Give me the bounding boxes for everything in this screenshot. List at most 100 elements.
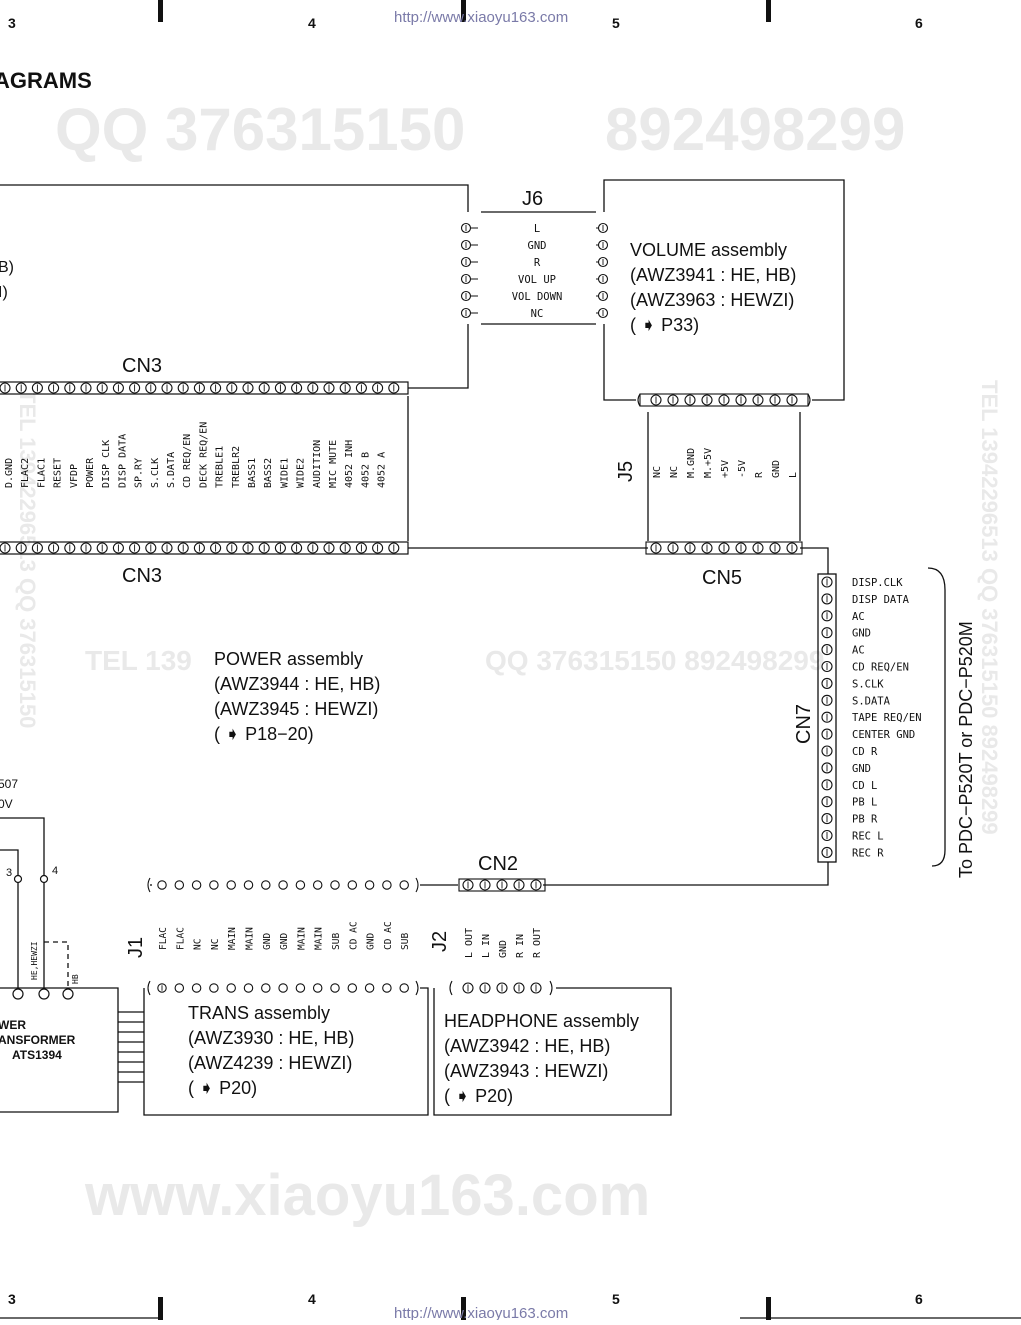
j1-top-pin bbox=[399, 880, 409, 890]
cn7-pin-label: REC L bbox=[852, 831, 884, 843]
j2-pin-label: GND bbox=[498, 940, 509, 958]
zone-4-top: 4 bbox=[308, 15, 316, 31]
headphone-line-3: (AWZ3943 : HEWZI) bbox=[444, 1061, 608, 1081]
power-line-2: (AWZ3944 : HE, HB) bbox=[214, 674, 380, 694]
cn3-pin-label: WIDE2 bbox=[296, 458, 307, 488]
cn3-pin-label: POWER bbox=[85, 457, 96, 488]
cn3-pin-label: D.GND bbox=[4, 458, 15, 488]
j1-pin-label: NC bbox=[210, 939, 221, 950]
cn7-pin-label: GND bbox=[852, 628, 871, 640]
trans-line-2: (AWZ3930 : HE, HB) bbox=[188, 1028, 354, 1048]
j6-pin-label: VOL UP bbox=[518, 274, 556, 286]
zone-5-bottom: 5 bbox=[612, 1291, 620, 1307]
j6-pin-label: R bbox=[534, 257, 541, 269]
volume-assembly-label: VOLUME assembly (AWZ3941 : HE, HB) (AWZ3… bbox=[630, 240, 796, 335]
source-url-bottom: http://www.xiaoyu163.com bbox=[394, 1305, 568, 1320]
trans-line-3: (AWZ4239 : HEWZI) bbox=[188, 1053, 352, 1073]
cn7-name: CN7 bbox=[793, 704, 815, 744]
j1-bottom-pin bbox=[312, 983, 323, 993]
cn3-pin-label: 4052 INH bbox=[344, 440, 355, 488]
j1-top-pin bbox=[278, 880, 288, 890]
j1-bottom-pin bbox=[399, 983, 409, 993]
j2-name: J2 bbox=[429, 931, 451, 952]
j1-bottom-pin bbox=[295, 983, 306, 993]
cn3-pin-label: S.DATA bbox=[166, 452, 177, 488]
j2-pin-label: R OUT bbox=[532, 928, 543, 958]
j1-top-pin bbox=[209, 880, 219, 890]
power-line-1: POWER assembly bbox=[214, 649, 363, 669]
zone-5-top: 5 bbox=[612, 15, 620, 31]
cn3-pin-label: WIDE1 bbox=[279, 458, 290, 488]
headphone-line-1: HEADPHONE assembly bbox=[444, 1011, 639, 1031]
j5-pin-label: R bbox=[754, 471, 765, 478]
trans-line-1: TRANS assembly bbox=[188, 1003, 330, 1023]
cn3-name-top: CN3 bbox=[122, 355, 162, 377]
cn7-pin-label: PB R bbox=[852, 814, 878, 826]
j1-bottom-pin bbox=[191, 983, 202, 993]
j1-pin-label: MAIN bbox=[245, 927, 256, 950]
watermark-bottom: www.xiaoyu163.com bbox=[84, 1163, 650, 1228]
j5-pin-label: NC bbox=[652, 466, 663, 478]
cn3-pin-label: VFDP bbox=[69, 464, 80, 488]
j1-bottom-pin bbox=[364, 983, 375, 993]
cn3-name-bottom: CN3 bbox=[122, 565, 162, 587]
trans-line-4: ( ➧ P20) bbox=[188, 1078, 257, 1098]
power-line-4: ( ➧ P18−20) bbox=[214, 724, 314, 744]
j1-top-pin bbox=[330, 880, 340, 890]
cn7-pin-label: TAPE REQ/EN bbox=[852, 712, 922, 724]
watermark-left-tel: TEL 13942296513 QQ 376315150 bbox=[15, 390, 40, 728]
j2-bracket-right bbox=[549, 980, 553, 996]
cn7-pin-label: REC R bbox=[852, 847, 884, 859]
watermark-mid-qq: QQ 376315150 892498299 bbox=[485, 645, 824, 676]
cn3-pin-label: S.CLK bbox=[150, 458, 161, 488]
source-url-top: http://www.xiaoyu163.com bbox=[394, 9, 568, 26]
j1-pin-label: FLAC bbox=[175, 927, 186, 950]
j1-bottom-pin bbox=[243, 983, 254, 993]
left-hewzi-label: HE,HEWZI bbox=[30, 941, 39, 980]
left-hb-label: HB bbox=[71, 974, 80, 984]
cn7-pin-label: CD L bbox=[852, 780, 877, 792]
j1-bottom-bracket-right bbox=[415, 980, 419, 996]
zone-3-bottom: 3 bbox=[8, 1291, 16, 1307]
transformer-line-1: WER bbox=[0, 1018, 26, 1032]
j1-top-pin bbox=[226, 880, 236, 890]
j1-pin-label: MAIN bbox=[296, 927, 307, 950]
j5-pin-label: L bbox=[788, 472, 799, 478]
j1-pin-label: SUB bbox=[331, 933, 342, 950]
j6-pin-label: GND bbox=[528, 240, 547, 252]
cn7-pin-label: S.DATA bbox=[852, 695, 891, 707]
zone-4-bottom: 4 bbox=[308, 1291, 316, 1307]
j1-top-pin bbox=[243, 880, 254, 890]
j6-pin-label: L bbox=[534, 223, 540, 235]
zone-6-top: 6 bbox=[915, 15, 923, 31]
j2-pin-label: L IN bbox=[481, 934, 492, 958]
j1-pin-label: MAIN bbox=[314, 927, 325, 950]
cn3-pin-label: MIC MUTE bbox=[328, 440, 339, 488]
left-pin-3: 3 bbox=[6, 867, 12, 879]
watermark-right-tel: TEL 13942296513 QQ 376315150 892498299 bbox=[977, 380, 1002, 835]
cn3-pin-label: DISP DATA bbox=[117, 434, 128, 488]
watermarks: QQ 376315150 892498299 TEL 139 QQ 376315… bbox=[15, 96, 1002, 1228]
cn3-pin-label: DECK REQ/EN bbox=[198, 422, 209, 488]
cn3-pin-label: CD REQ/EN bbox=[182, 434, 193, 488]
cn7-pin-label: DISP.CLK bbox=[852, 577, 903, 589]
cn3-pin-label: AUDITION bbox=[312, 440, 323, 488]
page-title: AGRAMS bbox=[0, 68, 92, 93]
j5-pin-label: NC bbox=[669, 466, 680, 478]
cn3-pin-label: 4052 A bbox=[377, 452, 388, 488]
cn7-pin-label: AC bbox=[852, 611, 865, 623]
cn7-destination: To PDC−P520T or PDC−P520M bbox=[956, 621, 976, 878]
power-line-3: (AWZ3945 : HEWZI) bbox=[214, 699, 378, 719]
j1-bottom-pin bbox=[261, 983, 271, 993]
cn7-pin-label: DISP DATA bbox=[852, 594, 910, 606]
transformer-line-3: ATS1394 bbox=[12, 1048, 62, 1062]
cn5-name: CN5 bbox=[702, 567, 742, 589]
j1-bottom-pin bbox=[278, 983, 288, 993]
j1-top-bracket-left bbox=[147, 877, 151, 893]
watermark-top-qq: QQ 376315150 bbox=[55, 96, 465, 163]
j1-bottom-pin bbox=[226, 983, 236, 993]
